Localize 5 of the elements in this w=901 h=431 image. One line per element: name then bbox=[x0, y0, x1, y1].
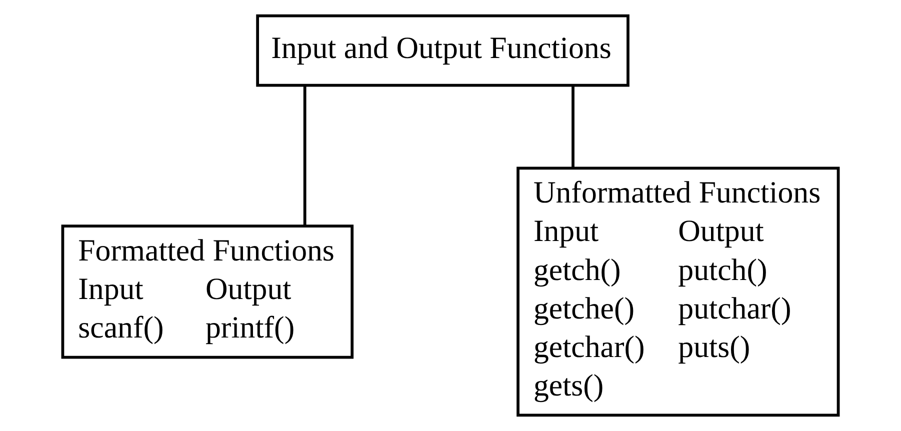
node-box: Unformatted Functions Input Output getch() putch() getche() putchar() getchar() puts() gets() bbox=[516, 166, 840, 417]
connector bbox=[303, 86, 306, 226]
connector bbox=[572, 86, 574, 168]
node-box: Input and Output Functions bbox=[256, 14, 630, 87]
node-box: Formatted Functions Input Output scanf() printf() bbox=[61, 224, 354, 359]
